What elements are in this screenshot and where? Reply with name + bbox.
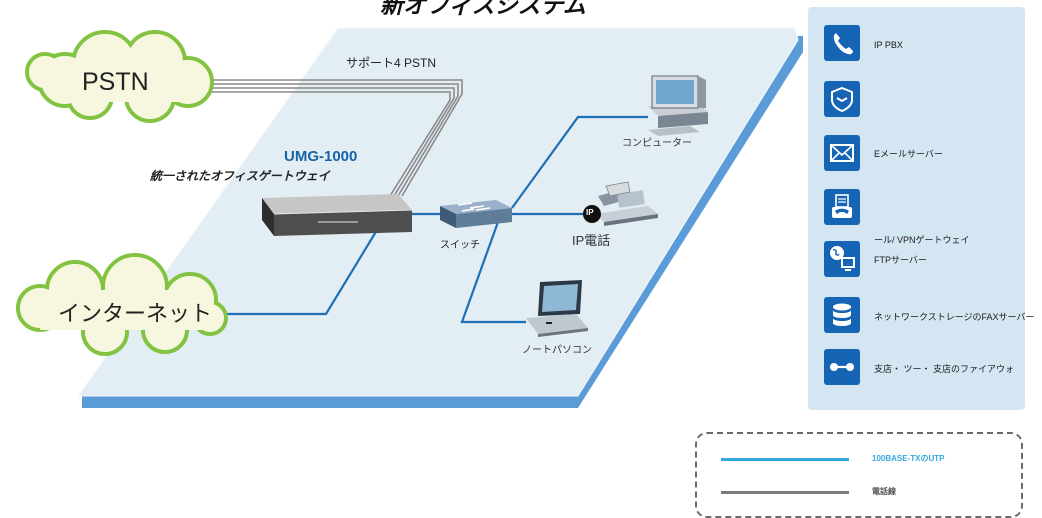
umg-gateway-device bbox=[262, 194, 413, 236]
service-storage-fax: ネットワークストレージのFAXサーバー bbox=[824, 297, 1034, 337]
services-panel: IP PBX Eメールサーバー ール/ VPNゲートウェイ FTPサーバー ネッ… bbox=[808, 7, 1034, 410]
shield-icon bbox=[824, 81, 860, 117]
internet-cloud-label: インターネット bbox=[58, 301, 213, 326]
umg-device-name: UMG-1000 bbox=[284, 148, 358, 165]
phone-handset-icon bbox=[824, 25, 860, 61]
service-label: IP PBX bbox=[874, 40, 903, 50]
legend-utp-swatch bbox=[721, 458, 849, 461]
database-icon bbox=[824, 297, 860, 333]
network-lines bbox=[220, 115, 648, 324]
legend-phone-line-swatch bbox=[721, 491, 849, 494]
link-icon bbox=[824, 349, 860, 385]
service-label: Eメールサーバー bbox=[874, 149, 943, 159]
desktop-computer bbox=[648, 75, 708, 136]
service-label-secondary: FTPサーバー bbox=[874, 255, 927, 265]
service-branch-firewall: 支店・ ツー・ 支店のファイアウォ bbox=[824, 349, 1029, 389]
service-fax bbox=[824, 189, 1029, 229]
ip-badge-label: IP bbox=[586, 208, 594, 217]
service-security bbox=[824, 81, 1029, 121]
pstn-support-label: サポート4 PSTN bbox=[346, 56, 437, 70]
service-label: ネットワークストレージのFAXサーバー bbox=[874, 312, 1035, 322]
service-label: 支店・ ツー・ 支店のファイアウォ bbox=[874, 364, 1015, 374]
service-label: ール/ VPNゲートウェイ bbox=[874, 235, 970, 245]
switch-device bbox=[440, 200, 512, 228]
legend-phone-line-label: 電話線 bbox=[872, 487, 896, 496]
service-vpn-ftp: ール/ VPNゲートウェイ FTPサーバー bbox=[824, 236, 1029, 281]
pstn-cloud-label: PSTN bbox=[82, 68, 149, 96]
phone-lines bbox=[200, 79, 463, 197]
legend: 100BASE-TXのUTP 電話線 bbox=[695, 432, 1023, 518]
ip-phone-device bbox=[596, 181, 658, 226]
legend-utp-label: 100BASE-TXのUTP bbox=[872, 454, 945, 463]
ip-phone-label: IP電話 bbox=[572, 233, 611, 248]
laptop-label: ノートパソコン bbox=[522, 345, 592, 356]
ip-badge bbox=[583, 205, 601, 223]
service-ip-pbx: IP PBX bbox=[824, 25, 1029, 65]
diagram-title: 新オフィスシステム bbox=[380, 0, 586, 18]
globe-computer-icon bbox=[824, 241, 860, 277]
umg-device-subtitle: 統一されたオフィスゲートウェイ bbox=[150, 169, 330, 183]
fax-icon bbox=[824, 189, 860, 225]
laptop bbox=[526, 280, 588, 337]
computer-label: コンピューター bbox=[622, 138, 692, 149]
envelope-icon bbox=[824, 135, 860, 171]
switch-label: スイッチ bbox=[440, 240, 480, 251]
service-email: Eメールサーバー bbox=[824, 135, 1029, 175]
